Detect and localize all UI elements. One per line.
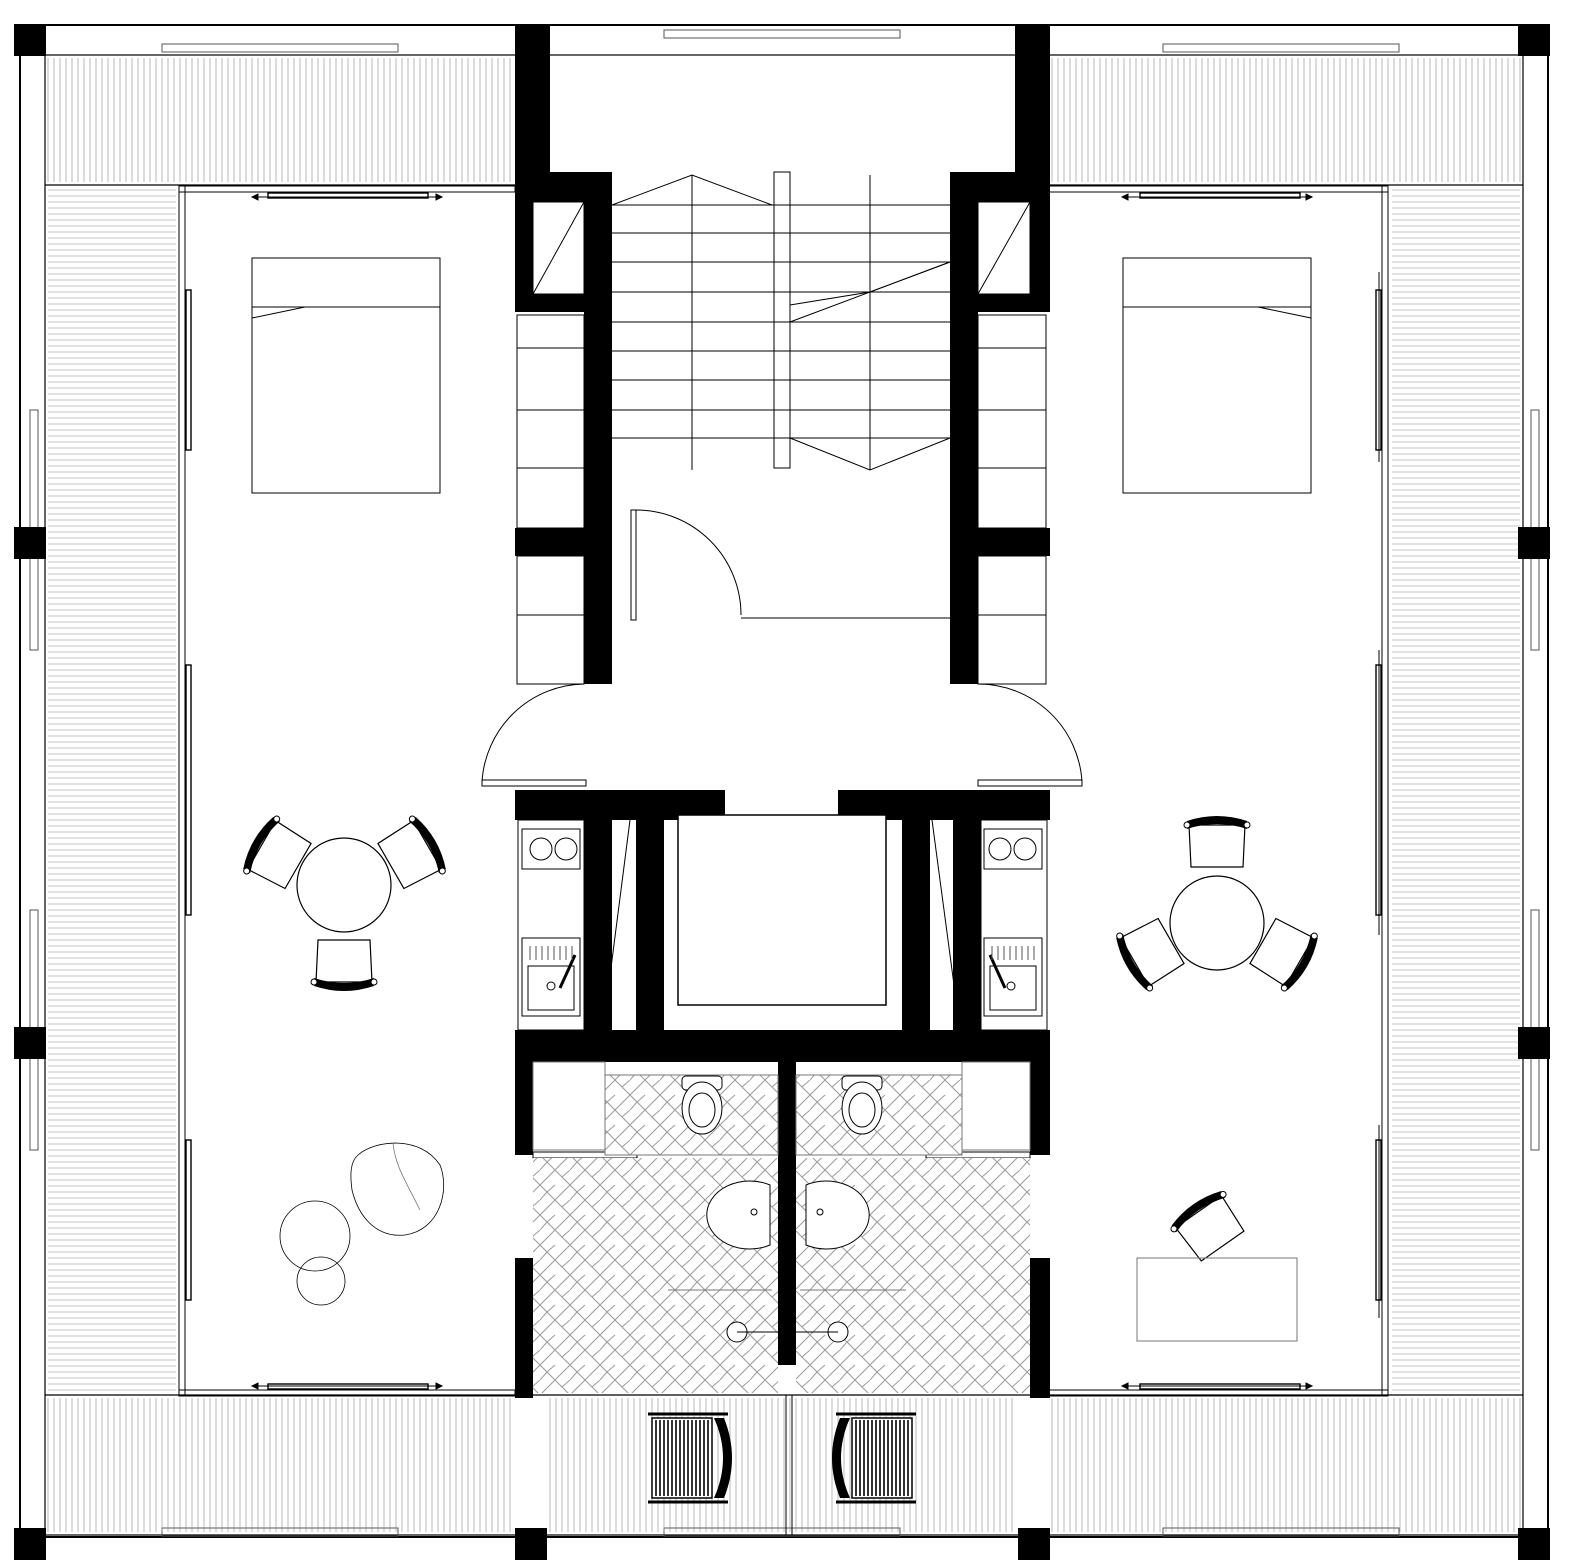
- dining-chair: [377, 815, 446, 890]
- toilet-right: [841, 1075, 883, 1135]
- kitchenette-right: [980, 819, 1048, 1031]
- bed-left: [251, 257, 441, 494]
- dining-chair: [1249, 917, 1318, 992]
- balcony-chairs: [648, 1412, 916, 1504]
- desk-right: [1136, 1257, 1298, 1342]
- right-room-floor: [1048, 190, 1384, 1390]
- dining-chair: [1170, 1190, 1245, 1262]
- washbasins: [706, 1180, 870, 1250]
- kitchen-doors: [602, 819, 961, 1031]
- sink-drain-lines: [529, 946, 573, 960]
- dining-chair: [310, 939, 378, 991]
- round-table-right: [1169, 875, 1265, 971]
- columns: [14, 24, 1550, 1560]
- kitchenette-left: [517, 819, 585, 1031]
- dining-chair: [1183, 816, 1251, 868]
- shaft: [677, 814, 887, 1006]
- dining-chair: [1116, 917, 1185, 992]
- toilet-left: [681, 1075, 723, 1135]
- staircase: [516, 171, 1047, 685]
- core-walls: [515, 24, 1050, 1398]
- dining-chair: [243, 815, 312, 890]
- left-room-floor: [183, 190, 515, 1390]
- showers: [668, 1289, 906, 1343]
- deck-planks: [47, 58, 1521, 1532]
- balcony-chair: [648, 1412, 732, 1504]
- bed-right: [1122, 257, 1312, 494]
- slide-arrows: [184, 193, 1380, 1390]
- balcony-chair: [832, 1412, 916, 1504]
- lounge-left: [279, 1142, 445, 1306]
- round-table-left: [296, 837, 392, 933]
- dining-chairs: [243, 815, 1318, 1262]
